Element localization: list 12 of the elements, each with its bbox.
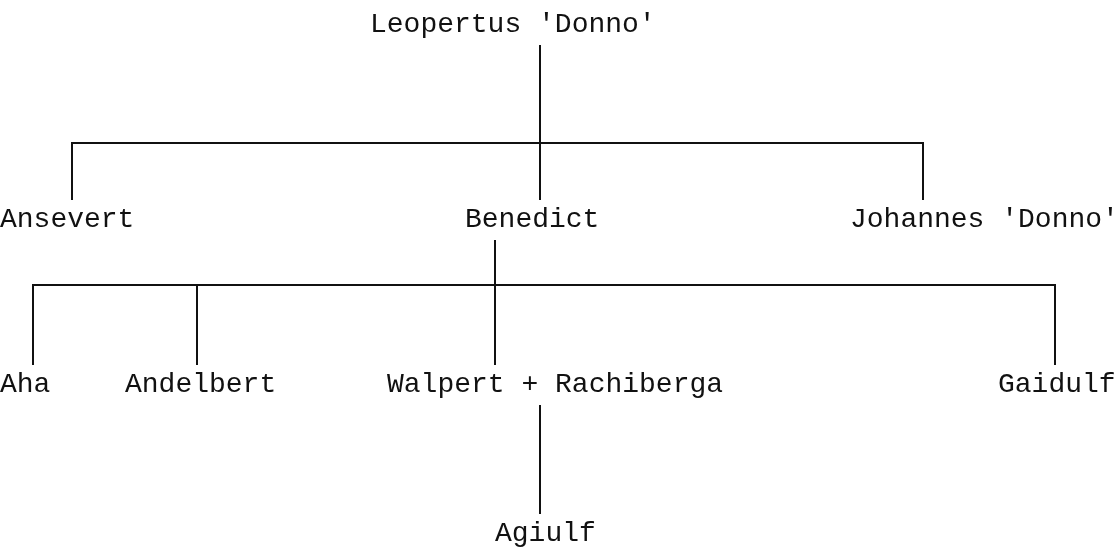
person-name: Aha <box>0 367 51 403</box>
person-name: Benedict <box>465 202 600 238</box>
person-name: Johannes 'Donno' <box>850 202 1119 238</box>
person-name: Agiulf <box>495 516 596 552</box>
person-name: Ansevert <box>0 202 135 238</box>
person-name: Walpert + Rachiberga <box>387 367 724 403</box>
family-tree-line <box>539 404 541 515</box>
person-name: Gaidulf <box>998 367 1116 403</box>
family-tree-line <box>539 44 924 201</box>
family-tree-line <box>494 239 1056 366</box>
person-name: Andelbert <box>125 367 277 403</box>
person-name: Leopertus 'Donno' <box>370 7 656 43</box>
